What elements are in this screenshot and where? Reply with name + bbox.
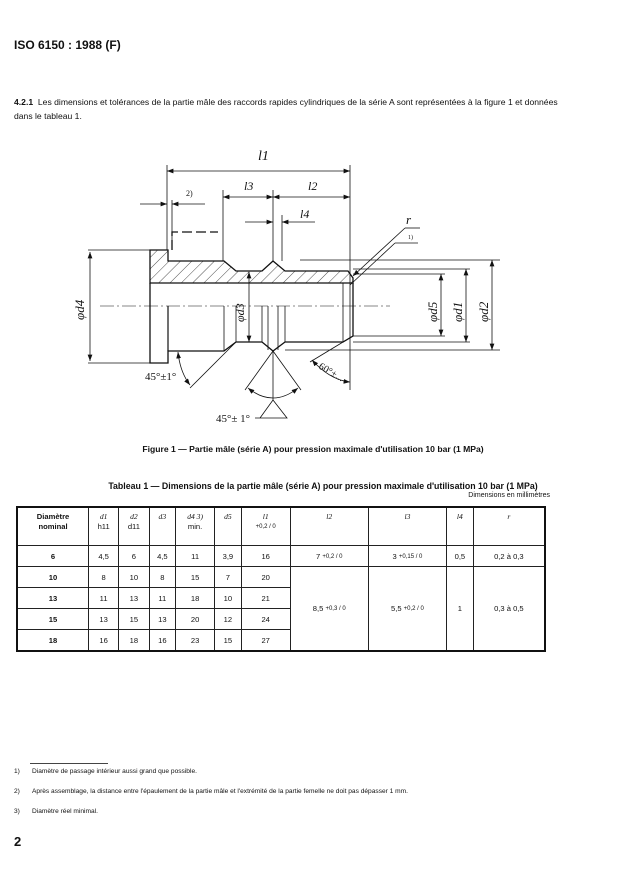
cell-l3-merged: 5,5 +0,2 / 0	[367, 566, 448, 652]
cell: 18	[118, 629, 150, 652]
cell: 20	[240, 566, 291, 588]
cell: 13	[148, 608, 177, 630]
figure-caption: Figure 1 — Partie mâle (série A) pour pr…	[142, 444, 484, 454]
label-note-1: 1)	[408, 234, 413, 241]
label-d2: φd2	[476, 301, 491, 322]
cell: 6	[118, 545, 150, 567]
cell: 23	[175, 629, 216, 652]
header-l4: l4	[446, 506, 474, 546]
label-l4: l4	[300, 207, 309, 221]
cell: 15	[214, 629, 242, 652]
label-angle-bottom: 45°± 1°	[216, 413, 250, 425]
section-number: 4.2.1	[14, 97, 34, 107]
cell: 8	[148, 566, 177, 588]
cell: 7	[214, 566, 242, 588]
label-angle-right: 60°±...	[317, 361, 346, 384]
page-number: 2	[14, 834, 22, 849]
cell: 10	[16, 566, 89, 588]
cell: 18	[175, 587, 216, 609]
cell-l2-merged: 8,5 +0,3 / 0	[289, 566, 369, 652]
header-d3: d3	[148, 506, 177, 546]
table-caption: Tableau 1 — Dimensions de la partie mâle…	[108, 481, 538, 491]
cell: 15	[16, 608, 89, 630]
cell: 13	[16, 587, 89, 609]
cell-l2: 7 +0,2 / 0	[289, 545, 369, 567]
header-l2: l2	[289, 506, 369, 546]
footnote-2: 2)Après assemblage, la distance entre l'…	[14, 788, 408, 795]
cell: 6	[16, 545, 89, 567]
section-text: Les dimensions et tolérances de la parti…	[14, 97, 558, 121]
cell-l3: 3 +0,15 / 0	[367, 545, 448, 567]
cell: 15	[175, 566, 216, 588]
label-l3: l3	[244, 179, 253, 193]
cell-r-merged: 0,3 à 0,5	[472, 566, 546, 652]
label-d1: φd1	[450, 302, 465, 322]
cell: 15	[118, 608, 150, 630]
cell-l4: 0,5	[446, 545, 474, 567]
figure-1-drawing: l1 l3 l2 l4 2) r 1) φd4 φd3 φd5 φd1 φd2 …	[72, 149, 500, 425]
cell: 8	[87, 566, 120, 588]
table-units: Dimensions en millimètres	[468, 492, 550, 499]
cell: 18	[16, 629, 89, 652]
cell: 4,5	[148, 545, 177, 567]
cell: 16	[240, 545, 291, 567]
cell: 12	[214, 608, 242, 630]
cell: 10	[214, 587, 242, 609]
cell-l4-merged: 1	[446, 566, 474, 652]
cell: 24	[240, 608, 291, 630]
footnote-divider	[30, 763, 108, 764]
cell: 27	[240, 629, 291, 652]
header-d4: d4 3)min.	[175, 506, 216, 546]
label-note-2: 2)	[186, 189, 193, 198]
header-r: r	[472, 506, 546, 546]
label-l2: l2	[308, 179, 317, 193]
label-angle-left: 45°±1°	[145, 371, 176, 383]
cell: 16	[87, 629, 120, 652]
header-l1: l1+0,2 / 0	[240, 506, 291, 546]
cell: 4,5	[87, 545, 120, 567]
cell: 10	[118, 566, 150, 588]
cell: 11	[175, 545, 216, 567]
label-d3: φd3	[233, 303, 247, 322]
cell-r: 0,2 à 0,3	[472, 545, 546, 567]
section-paragraph: 4.2.1 Les dimensions et tolérances de la…	[14, 95, 574, 123]
cell: 13	[118, 587, 150, 609]
cell: 3,9	[214, 545, 242, 567]
cell: 13	[87, 608, 120, 630]
cell: 16	[148, 629, 177, 652]
cell: 11	[87, 587, 120, 609]
label-d5: φd5	[425, 301, 440, 322]
footnote-3: 3)Diamètre réel minimal.	[14, 808, 98, 815]
label-d4: φd4	[72, 299, 87, 320]
document-header: ISO 6150 : 1988 (F)	[14, 38, 121, 52]
header-d5: d5	[214, 506, 242, 546]
label-r: r	[406, 212, 412, 227]
footnote-1: 1)Diamètre de passage intérieur aussi gr…	[14, 768, 197, 775]
cell: 21	[240, 587, 291, 609]
cell: 20	[175, 608, 216, 630]
header-l3: l3	[367, 506, 448, 546]
label-l1: l1	[258, 149, 269, 164]
cell: 11	[148, 587, 177, 609]
